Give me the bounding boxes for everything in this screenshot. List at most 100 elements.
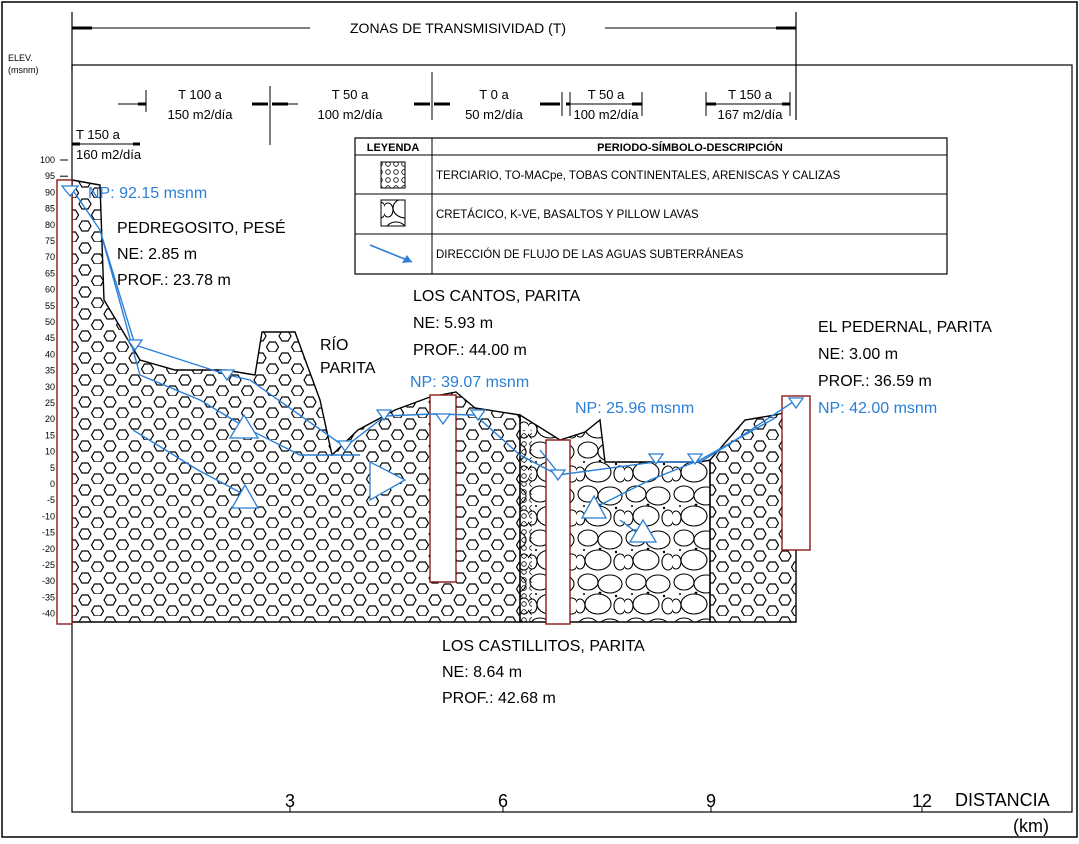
y-tick-label: -25: [42, 560, 55, 570]
np-marker-8: [549, 469, 567, 482]
annotation-los-cantos: LOS CANTOS, PARITA NE: 5.93 m PROF.: 44.…: [410, 288, 580, 391]
y-tick-label: -30: [42, 576, 55, 586]
zone-label-1: T 150 a: [76, 127, 121, 142]
well-np-el-pedernal: NP: 42.00 msnm: [818, 400, 937, 417]
y-tick-label: -5: [47, 495, 55, 505]
well-name-el-pedernal: EL PEDERNAL, PARITA: [818, 319, 992, 336]
well-ne-el-pedernal: NE: 3.00 m: [818, 346, 898, 363]
well-name-los-castillitos: LOS CASTILLITOS, PARITA: [442, 638, 645, 655]
annotation-los-castillitos: NP: 25.96 msnm LOS CASTILLITOS, PARITA N…: [442, 400, 694, 707]
transmissivity-zones: T 150 a 160 m2/día T 100 a 150 m2/día T …: [72, 72, 791, 162]
np-marker-3: [218, 369, 236, 382]
y-tick-label: 70: [45, 252, 55, 262]
zone-range-5: 100 m2/día: [573, 107, 639, 122]
flow-arrow-2: [230, 483, 260, 509]
well-pedregosito: [56, 179, 73, 625]
y-tick-label: 60: [45, 285, 55, 295]
y-tick-label: 55: [45, 301, 55, 311]
annotation-river: RÍO PARITA: [320, 335, 376, 377]
river-label: RÍO: [320, 335, 348, 354]
legend-text-terciario: TERCIARIO, TO-MACpe, TOBAS CONTINENTALES…: [436, 170, 841, 182]
x-tick-label: 9: [706, 791, 716, 811]
legend-header-symbol: LEYENDA: [367, 142, 420, 154]
np-marker-5: [375, 409, 393, 422]
well-ne-los-cantos: NE: 5.93 m: [413, 315, 493, 332]
well-prof-pedregosito: PROF.: 23.78 m: [117, 272, 231, 289]
np-marker-7: [469, 409, 487, 422]
well-los-cantos: [429, 394, 457, 583]
river-name: PARITA: [320, 360, 376, 377]
np-marker-4: [336, 440, 354, 453]
legend-header-description: PERIODO-SÍMBOLO-DESCRIPCIÓN: [597, 141, 783, 154]
y-tick-label: 65: [45, 268, 55, 278]
zone-label-2: T 100 a: [178, 87, 223, 102]
water-level-markers: [60, 185, 805, 482]
flow-direction-markers: [228, 413, 658, 543]
np-marker-10: [686, 453, 704, 466]
well-prof-los-castillitos: PROF.: 42.68 m: [442, 690, 556, 707]
well-prof-los-cantos: PROF.: 44.00 m: [413, 342, 527, 359]
y-tick-label: 95: [45, 171, 55, 181]
y-tick-label: 80: [45, 220, 55, 230]
y-tick-label: 75: [45, 236, 55, 246]
well-ne-los-castillitos: NE: 8.64 m: [442, 664, 522, 681]
zone-label-6: T 150 a: [728, 87, 773, 102]
x-tick-label: 6: [498, 791, 508, 811]
well-name-pedregosito: PEDREGOSITO, PESÉ: [117, 218, 286, 237]
x-tick-label: 12: [912, 791, 932, 811]
y-axis-unit: (msnm): [8, 65, 39, 75]
well-prof-el-pedernal: PROF.: 36.59 m: [818, 373, 932, 390]
y-tick-label: -10: [42, 511, 55, 521]
well-los-castillitos: [545, 439, 571, 625]
y-tick-label: 85: [45, 204, 55, 214]
x-axis-unit: (km): [1013, 816, 1049, 836]
y-tick-label: -15: [42, 528, 55, 538]
legend-text-cretacico: CRETÁCICO, K-VE, BASALTOS Y PILLOW LAVAS: [436, 208, 699, 221]
y-tick-label: -20: [42, 544, 55, 554]
flow-arrow-3: [369, 460, 407, 502]
y-tick-label: 10: [45, 447, 55, 457]
y-tick-label: 40: [45, 349, 55, 359]
flow-arrow-icon: [369, 244, 413, 263]
y-axis-label: ELEV.: [8, 53, 33, 63]
y-tick-label: 35: [45, 366, 55, 376]
cretacico-pattern-icon: [380, 199, 406, 227]
y-tick-label: 20: [45, 414, 55, 424]
y-tick-label: 50: [45, 317, 55, 327]
legend-text-flow: DIRECCIÓN DE FLUJO DE LAS AGUAS SUBTERRÁ…: [436, 248, 744, 261]
flow-arrow-1: [228, 413, 260, 439]
zone-range-2: 150 m2/día: [167, 107, 233, 122]
x-axis-label: DISTANCIA: [955, 790, 1050, 810]
y-tick-label: 0: [50, 479, 55, 489]
well-name-los-cantos: LOS CANTOS, PARITA: [413, 288, 580, 305]
water-table-lines: [69, 185, 797, 536]
terciario-left-body: [71, 179, 521, 623]
np-marker-2: [126, 339, 144, 352]
np-marker-1: [60, 185, 80, 198]
x-tick-label: 3: [285, 791, 295, 811]
y-tick-label: -40: [42, 609, 55, 619]
well-np-los-castillitos: NP: 25.96 msnm: [575, 400, 694, 417]
legend: LEYENDA PERIODO-SÍMBOLO-DESCRIPCIÓN TERC…: [354, 137, 948, 275]
zone-range-6: 167 m2/día: [717, 107, 783, 122]
well-np-pedregosito: NP: 92.15 msnm: [88, 185, 207, 202]
zone-range-4: 50 m2/día: [465, 107, 524, 122]
zone-label-5: T 50 a: [588, 87, 625, 102]
np-marker-9: [647, 453, 665, 466]
diagram-title: ZONAS DE TRANSMISIVIDAD (T): [350, 20, 566, 36]
np-marker-11: [787, 397, 805, 410]
y-tick-label: 45: [45, 333, 55, 343]
well-el-pedernal: [781, 395, 811, 551]
y-tick-label: 25: [45, 398, 55, 408]
y-tick-label: 15: [45, 430, 55, 440]
title-dimension-line: ZONAS DE TRANSMISIVIDAD (T): [71, 12, 797, 120]
well-ne-pedregosito: NE: 2.85 m: [117, 246, 197, 263]
zone-label-3: T 50 a: [332, 87, 369, 102]
np-marker-6: [434, 413, 452, 426]
annotation-pedregosito: NP: 92.15 msnm PEDREGOSITO, PESÉ NE: 2.8…: [88, 185, 286, 289]
zone-label-4: T 0 a: [479, 87, 509, 102]
well-np-los-cantos: NP: 39.07 msnm: [410, 374, 529, 391]
zone-range-1: 160 m2/día: [76, 147, 142, 162]
